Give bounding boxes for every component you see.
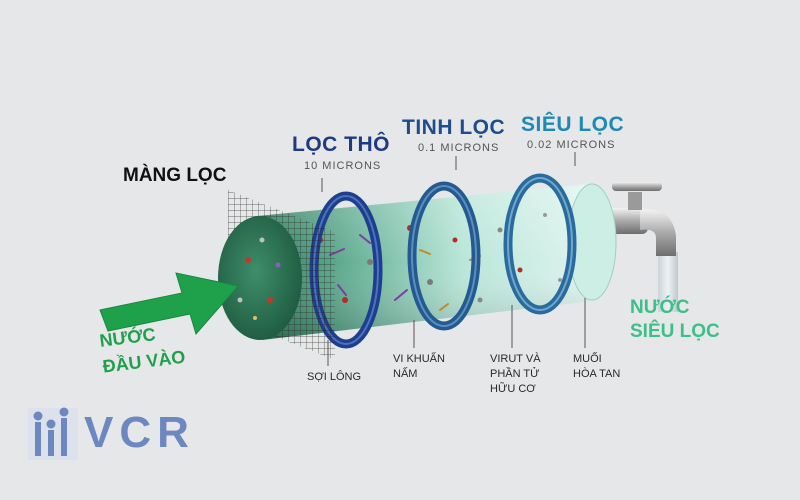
face-particles xyxy=(237,237,281,320)
ultra-filter-size: 0.02 MICRONS xyxy=(527,139,616,151)
fine-filter-title: TINH LỌC xyxy=(402,116,506,139)
caption-bacteria-fungi: VI KHUẨN NẤM xyxy=(393,353,445,380)
coarse-filter-title: LỌC THÔ xyxy=(292,133,390,156)
membrane-title: MÀNG LỌC xyxy=(123,165,227,186)
logo-text: VCR xyxy=(84,408,195,457)
inlet-arrow-icon xyxy=(99,272,239,336)
caption-dissolved-salts: MUỐI HÒA TAN xyxy=(573,353,621,380)
ring-fine-filter xyxy=(407,181,481,331)
water-stream xyxy=(658,252,678,312)
outlet-water-label: NƯỚC SIÊU LỌC xyxy=(630,297,720,342)
leader-lines xyxy=(321,152,586,366)
coarse-filter-size: 10 MICRONS xyxy=(304,160,382,172)
logo-icon xyxy=(28,407,78,460)
tube-inlet-face xyxy=(218,216,302,340)
ultra-filter-title: SIÊU LỌC xyxy=(521,113,625,136)
ring-ultra-filter xyxy=(503,173,577,315)
inlet-water-label: NƯỚC ĐẦU VÀO xyxy=(98,324,187,377)
fine-filter-size: 0.1 MICRONS xyxy=(418,142,500,154)
caption-fibers: SỢI LÔNG xyxy=(307,371,362,383)
caption-virus-organics: VIRUT VÀ PHẦN TỬ HỮU CƠ xyxy=(490,353,541,395)
